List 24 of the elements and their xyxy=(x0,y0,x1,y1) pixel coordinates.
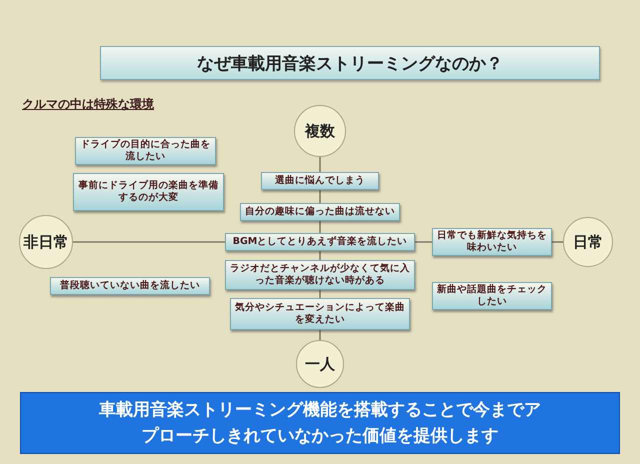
connector-line xyxy=(319,190,321,203)
connector-line xyxy=(319,330,321,340)
axis-circle: 非日常 xyxy=(19,215,73,269)
connector-line xyxy=(415,241,432,243)
connector-line xyxy=(319,157,321,172)
conclusion-banner: 車載用音楽ストリーミング機能を搭載することで今までアプローチしきれていなかった価値を提供します xyxy=(20,392,620,454)
statement-box: 事前にドライブ用の楽曲を準備するのが大変 xyxy=(73,173,224,211)
axis-circle: 日常 xyxy=(563,217,613,267)
axis-circle: 複数 xyxy=(294,105,346,157)
title-banner: なぜ車載用音楽ストリーミングなのか？ xyxy=(100,46,600,80)
statement-box: 新曲や話題曲をチェックしたい xyxy=(432,282,552,310)
statement-box: BGMとしてとりあえず音楽を流したい xyxy=(225,233,415,251)
axis-circle: 一人 xyxy=(296,340,344,388)
statement-box: 気分やシチュエーションによって楽曲を変えたい xyxy=(230,298,410,330)
statement-box: ドライブの目的に合った曲を流したい xyxy=(75,137,216,165)
statement-box: ラジオだとチャンネルが少なくて気に入った音楽が聴けない時がある xyxy=(225,260,415,290)
section-heading: クルマの中は特殊な環境 xyxy=(22,96,154,113)
statement-box: 普段聴いていない曲を流したい xyxy=(50,277,210,295)
connector-line xyxy=(73,241,225,243)
statement-box: 選曲に悩んでしまう xyxy=(261,172,379,190)
statement-box: 日常でも新鮮な気持ちを味わいたい xyxy=(432,228,552,256)
connector-line xyxy=(319,221,321,233)
connector-line xyxy=(552,241,563,243)
statement-box: 自分の趣味に偏った曲は流せない xyxy=(240,203,400,221)
